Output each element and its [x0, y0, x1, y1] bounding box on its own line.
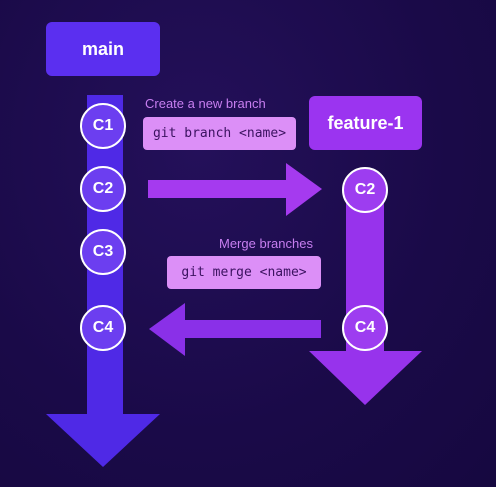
merge-arrow-shaft	[183, 320, 321, 338]
merge-arrowhead	[149, 303, 185, 356]
commit-node-feature-c4: C4	[342, 305, 388, 351]
feature-branch-label: feature-1	[309, 96, 422, 150]
feature-branch-arrowhead	[309, 351, 422, 405]
create-branch-arrowhead	[286, 163, 322, 216]
create-branch-caption: Create a new branch	[145, 96, 266, 111]
commit-node-main-c4: C4	[80, 305, 126, 351]
main-branch-arrowhead	[46, 414, 160, 467]
commit-node-main-c1: C1	[80, 103, 126, 149]
commit-node-main-c2: C2	[80, 166, 126, 212]
merge-caption: Merge branches	[219, 236, 313, 251]
git-branch-command: git branch <name>	[143, 117, 296, 150]
git-merge-command: git merge <name>	[167, 256, 321, 289]
commit-node-feature-c2: C2	[342, 167, 388, 213]
main-branch-label: main	[46, 22, 160, 76]
commit-node-main-c3: C3	[80, 229, 126, 275]
create-branch-arrow-shaft	[148, 180, 288, 198]
